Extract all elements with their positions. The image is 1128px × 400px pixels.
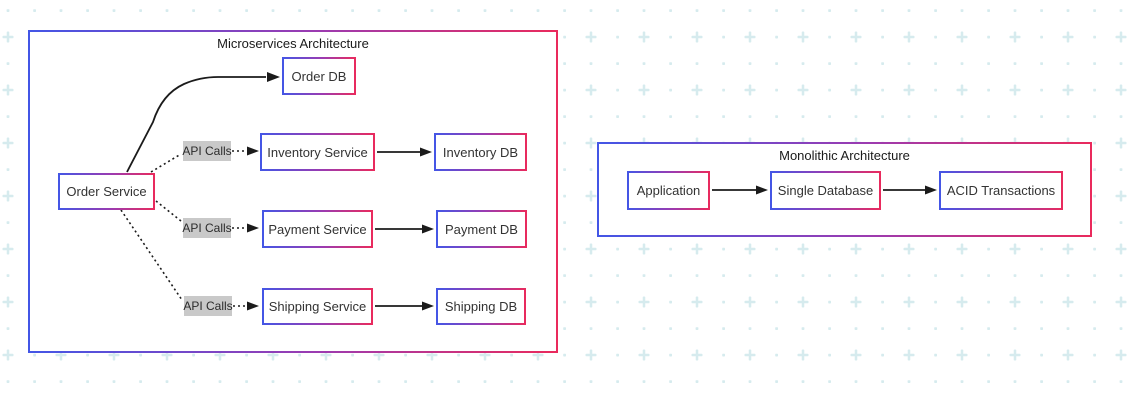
arrowhead-payment-db — [422, 224, 434, 234]
node-inventory-db: Inventory DB — [434, 133, 527, 171]
node-inventory-service-label: Inventory Service — [262, 135, 373, 169]
node-shipping-db: Shipping DB — [436, 288, 526, 325]
node-single-database: Single Database — [770, 171, 881, 210]
node-shipping-service: Shipping Service — [262, 288, 373, 325]
arrowhead-payment-service — [247, 223, 259, 233]
node-shipping-db-label: Shipping DB — [438, 290, 524, 323]
arrowhead-shipping-db — [422, 301, 434, 311]
edge-order-service-to-api-calls-2 — [155, 200, 182, 222]
node-inventory-db-label: Inventory DB — [436, 135, 525, 169]
arrowhead-order-db — [267, 72, 280, 82]
arrowhead-acid-transactions — [925, 185, 937, 195]
node-payment-service-label: Payment Service — [264, 212, 371, 246]
arrowhead-single-database — [756, 185, 768, 195]
node-shipping-service-label: Shipping Service — [264, 290, 371, 323]
node-payment-service: Payment Service — [262, 210, 373, 248]
monolithic-cluster-title: Monolithic Architecture — [779, 148, 910, 163]
node-order-db-label: Order DB — [284, 59, 354, 93]
node-application: Application — [627, 171, 710, 210]
edge-label-api-calls-3: API Calls — [183, 296, 233, 316]
node-order-service-label: Order Service — [60, 175, 153, 208]
node-acid-transactions: ACID Transactions — [939, 171, 1063, 210]
edge-label-api-calls-1: API Calls — [182, 141, 232, 161]
microservices-cluster-title: Microservices Architecture — [217, 36, 369, 51]
edge-order-service-to-order-db — [126, 76, 266, 173]
arrowhead-inventory-db — [420, 147, 432, 157]
arrowhead-inventory-service — [247, 146, 259, 156]
node-inventory-service: Inventory Service — [260, 133, 375, 171]
node-payment-db: Payment DB — [436, 210, 527, 248]
node-payment-db-label: Payment DB — [438, 212, 525, 246]
node-acid-transactions-label: ACID Transactions — [941, 173, 1061, 208]
edge-label-api-calls-2: API Calls — [182, 218, 232, 238]
node-application-label: Application — [629, 173, 708, 208]
node-order-service: Order Service — [58, 173, 155, 210]
node-single-database-label: Single Database — [772, 173, 879, 208]
edge-order-service-to-api-calls-1 — [150, 153, 182, 173]
node-order-db: Order DB — [282, 57, 356, 95]
edge-order-service-to-api-calls-3 — [120, 209, 183, 301]
arrowhead-shipping-service — [247, 301, 259, 311]
